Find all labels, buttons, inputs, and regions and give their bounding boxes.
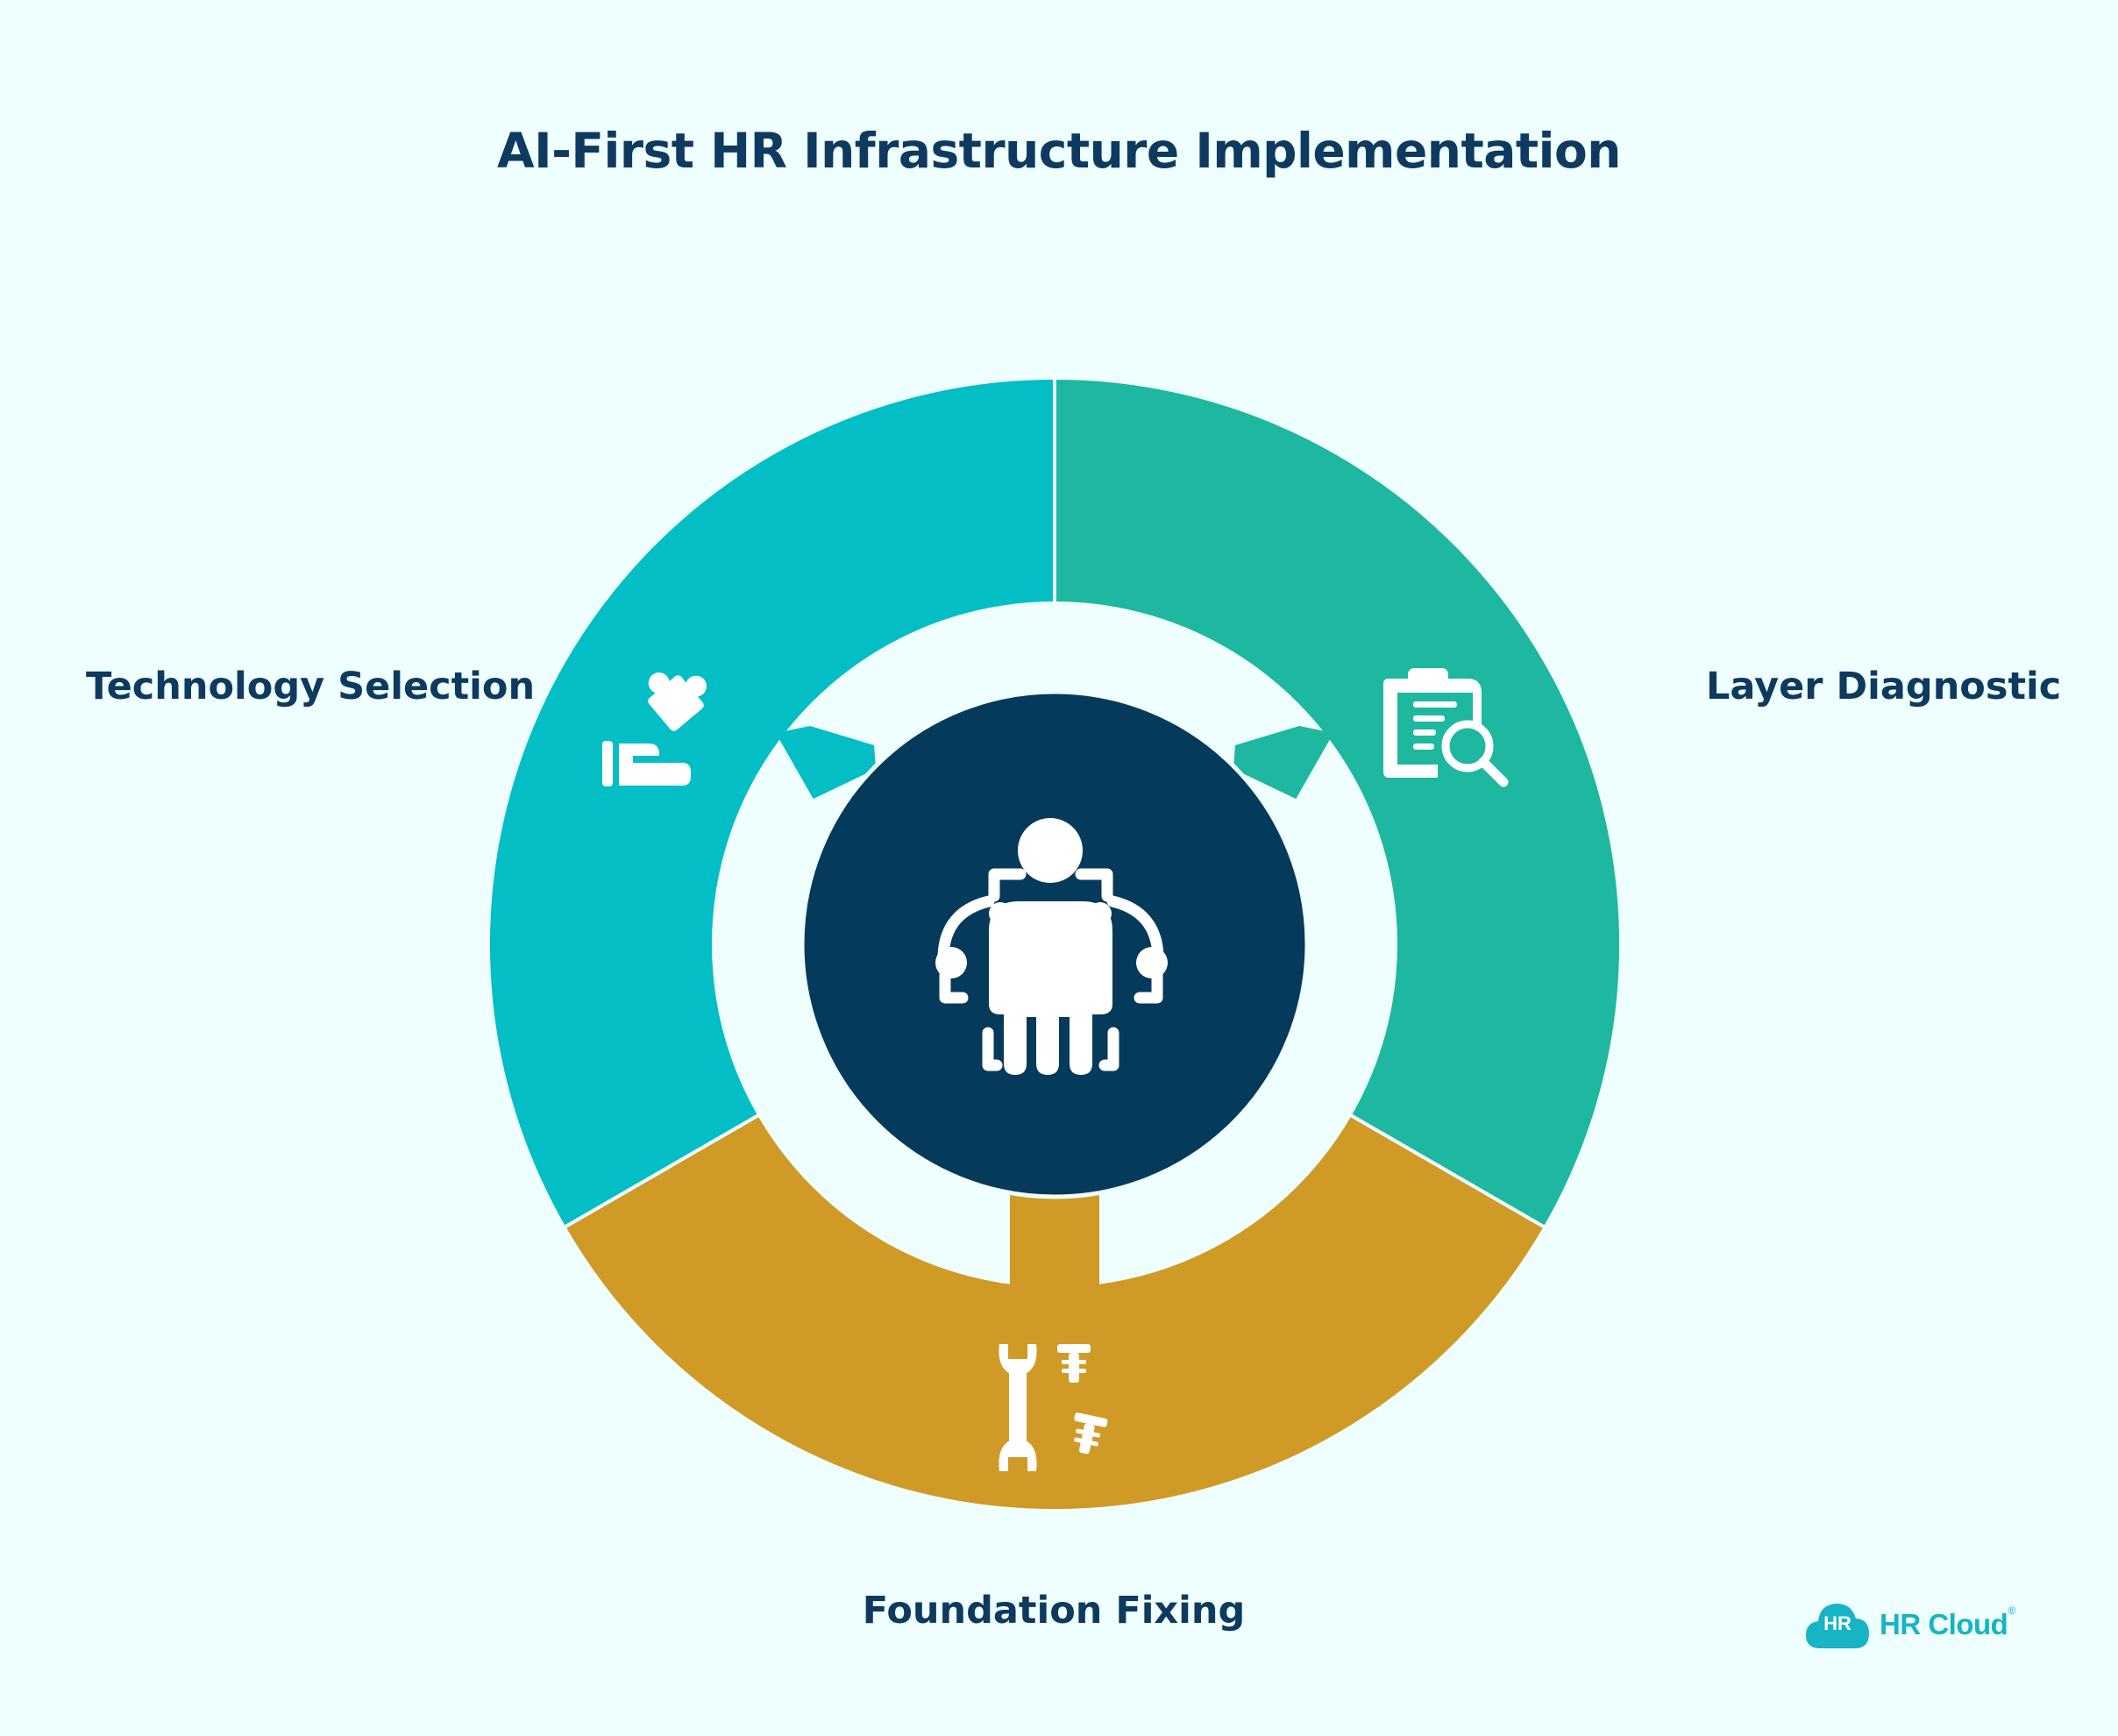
ai-person-icon xyxy=(935,818,1168,1075)
logo-wordmark: HR Cloud xyxy=(1880,1608,2008,1640)
segment-label-technology-selection: Technology Selection xyxy=(86,665,536,708)
segment-label-layer-diagnostic: Layer Diagnostic xyxy=(1706,665,2062,708)
puzzle-hand-icon xyxy=(602,672,707,786)
wrench-screws-icon xyxy=(999,1344,1108,1471)
segment-layer-diagnostic xyxy=(1053,375,1624,1230)
ai-circuit-lines xyxy=(937,868,1164,1071)
logo-badge-text: HR xyxy=(1823,1612,1851,1634)
diagram-title: AI-First HR Infrastructure Implementatio… xyxy=(497,123,1621,179)
hr-cloud-logo: HR HR Cloud ® xyxy=(1804,1594,2015,1655)
logo-registered-mark: ® xyxy=(2008,1604,2016,1617)
cloud-logo-icon: HR xyxy=(1804,1599,1871,1650)
segment-label-foundation-fixing: Foundation Fixing xyxy=(862,1589,1246,1633)
connector-technology-selection xyxy=(775,726,876,800)
segment-foundation-fixing xyxy=(561,1112,1548,1513)
segment-technology-selection xyxy=(486,375,1056,1230)
connector-layer-diagnostic xyxy=(1233,726,1334,800)
clipboard-search-icon xyxy=(1383,668,1509,787)
